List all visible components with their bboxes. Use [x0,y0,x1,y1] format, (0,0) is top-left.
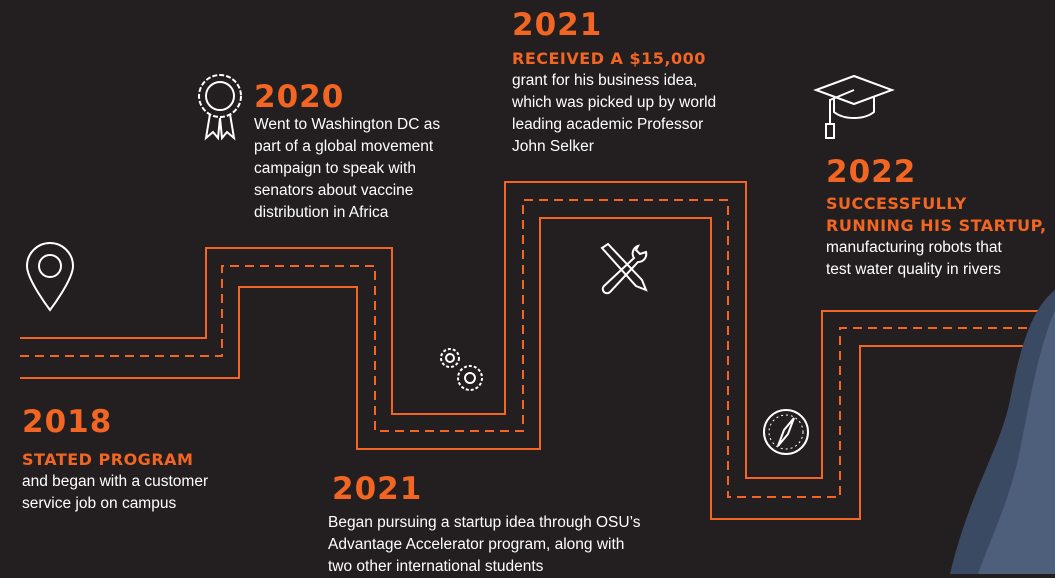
gears-icon [440,348,483,391]
road-edge-top [20,181,1055,479]
milestone-2022: 2022 SUCCESSFULLY RUNNING HIS STARTUP, m… [826,155,1054,281]
milestone-year: 2021 [512,7,603,43]
milestone-text: Went to Washington DC as part of a globa… [254,116,441,221]
location-pin-icon [25,242,75,312]
milestone-year: 2022 [826,154,917,190]
milestone-year: 2018 [22,404,113,440]
milestone-2020: 2020 Went to Washington DC as part of a … [254,80,504,224]
milestone-heading: RECEIVED A $15,000 [512,49,706,68]
milestone-text: manufacturing robots that test water qua… [826,239,1002,278]
milestone-year: 2020 [254,79,345,115]
award-ribbon-icon [198,74,242,141]
milestone-2021-grant: 2021 RECEIVED A $15,000 grant for his bu… [512,8,772,158]
graduation-cap-icon [813,74,895,139]
wrench-screwdriver-icon [600,242,648,295]
milestone-2021-accelerator: 2021 Began pursuing a startup idea throu… [328,472,728,578]
person-photo [950,290,1055,574]
milestone-year: 2021 [332,471,423,507]
milestone-text: and began with a customer service job on… [22,473,209,512]
milestone-heading: SUCCESSFULLY RUNNING HIS STARTUP, [826,194,1047,235]
road-center-line [20,199,1055,498]
milestone-text: Began pursuing a startup idea through OS… [328,514,641,575]
milestone-text: grant for his business idea, which was p… [512,72,717,155]
road-edge-bottom [20,217,1055,520]
compass-icon [763,409,809,455]
milestone-2018: 2018 STATED PROGRAM and began with a cus… [22,405,302,515]
milestone-heading: STATED PROGRAM [22,450,194,469]
